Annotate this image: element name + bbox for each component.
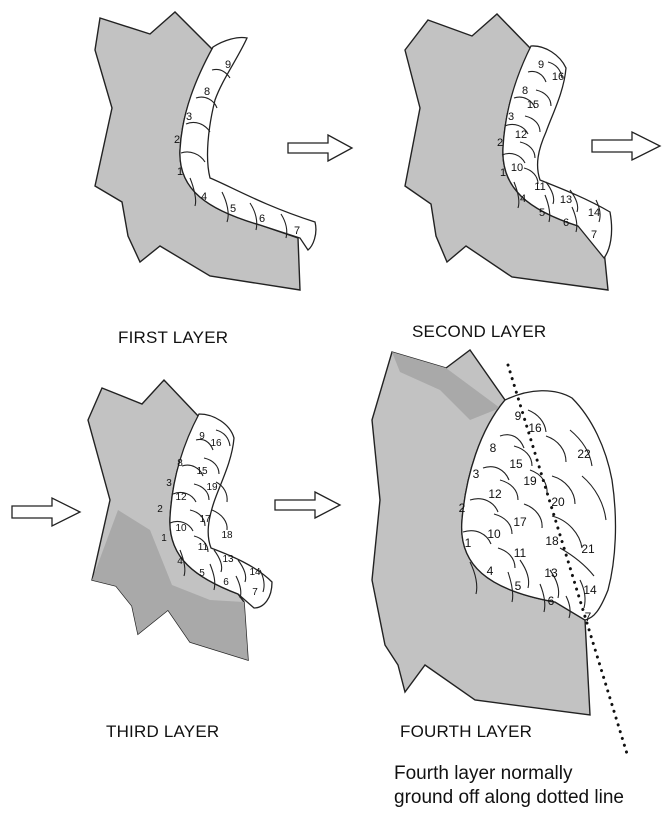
bead-label: 6 <box>223 577 229 588</box>
bead-label: 8 <box>490 441 497 455</box>
bead-label: 22 <box>577 447 591 461</box>
bead-label: 2 <box>459 501 466 515</box>
bead-label: 15 <box>527 99 539 111</box>
bead-label: 15 <box>509 457 523 471</box>
bead-label: 8 <box>522 85 528 97</box>
bead-label: 10 <box>175 523 187 534</box>
bead-label: 4 <box>487 564 494 578</box>
bead-label: 9 <box>538 59 544 71</box>
bead-label: 2 <box>157 504 163 515</box>
arrow-right-icon <box>12 498 80 526</box>
bead-label: 12 <box>515 129 527 141</box>
grind-note: Fourth layer normally ground off along d… <box>394 762 624 810</box>
bead-label: 13 <box>544 566 558 580</box>
bead-label: 9 <box>225 59 231 71</box>
bead-label: 5 <box>230 203 236 215</box>
panel-second-layer: 1 2 3 4 5 6 7 8 9 10 11 12 13 14 15 16 <box>405 14 612 290</box>
bead-label: 3 <box>186 111 192 123</box>
arrow-right-icon <box>275 492 340 518</box>
bead-label: 7 <box>252 587 258 598</box>
bead-label: 6 <box>259 213 265 225</box>
bead-label: 5 <box>539 207 545 219</box>
bead-label: 11 <box>514 546 527 560</box>
bead-label: 3 <box>473 467 480 481</box>
bead-label: 13 <box>560 194 572 206</box>
bead-label: 9 <box>199 431 205 442</box>
bead-label: 14 <box>249 567 261 578</box>
bead-label: 1 <box>500 167 506 179</box>
bead-label: 10 <box>511 162 523 174</box>
panel-first-layer: 1 2 3 4 5 6 7 8 9 <box>95 12 316 290</box>
grind-note-line-2: ground off along dotted line <box>394 786 624 810</box>
bead-label: 19 <box>523 474 537 488</box>
bead-label: 14 <box>583 583 597 597</box>
label-first-layer: FIRST LAYER <box>118 328 228 348</box>
bead-label: 16 <box>210 438 222 449</box>
bead-label: 5 <box>199 568 205 579</box>
bead-label: 19 <box>206 482 218 493</box>
label-third-layer: THIRD LAYER <box>106 722 219 742</box>
bead-label: 18 <box>221 530 233 541</box>
bead-label: 5 <box>515 579 522 593</box>
bead-label: 4 <box>177 556 183 567</box>
bead-label: 17 <box>513 515 527 529</box>
bead-label: 8 <box>177 458 183 469</box>
bead-label: 2 <box>497 137 503 149</box>
bead-label: 12 <box>488 487 502 501</box>
bead-label: 2 <box>174 134 180 146</box>
bead-label: 17 <box>199 514 211 525</box>
bead-label: 11 <box>534 181 545 193</box>
bead-label: 12 <box>175 492 187 503</box>
bead-label: 10 <box>487 527 501 541</box>
bead-label: 1 <box>161 533 167 544</box>
bead-label: 4 <box>201 191 207 203</box>
grind-note-line-1: Fourth layer normally <box>394 762 624 786</box>
bead-label: 18 <box>545 534 559 548</box>
bead-label: 20 <box>551 495 565 509</box>
panel-third-layer: 1 2 3 4 5 6 7 8 9 10 11 12 13 14 15 16 1… <box>88 380 272 660</box>
panel-fourth-layer: 1 2 3 4 5 6 7 8 9 10 11 12 13 14 15 16 1… <box>372 350 628 757</box>
bead-label: 11 <box>198 542 209 553</box>
bead-label: 8 <box>204 86 210 98</box>
bead-label: 1 <box>177 166 183 178</box>
arrow-right-icon <box>288 135 352 161</box>
bead-label: 7 <box>294 225 300 237</box>
bead-label: 4 <box>520 193 526 205</box>
label-fourth-layer: FOURTH LAYER <box>400 722 532 742</box>
bead-label: 3 <box>508 111 514 123</box>
bead-label: 16 <box>552 71 564 83</box>
bead-label: 13 <box>222 554 234 565</box>
bead-label: 15 <box>196 466 208 477</box>
bead-label: 14 <box>588 207 600 219</box>
bead-label: 3 <box>166 478 172 489</box>
arrow-right-icon <box>592 132 660 160</box>
bead-label: 21 <box>581 542 595 556</box>
bead-label: 9 <box>515 409 522 423</box>
bead-label: 16 <box>528 421 542 435</box>
bead-label: 6 <box>548 594 555 608</box>
bead-label: 1 <box>465 536 472 550</box>
bead-label: 7 <box>591 229 597 241</box>
label-second-layer: SECOND LAYER <box>412 322 546 342</box>
bead-label: 6 <box>563 217 569 229</box>
